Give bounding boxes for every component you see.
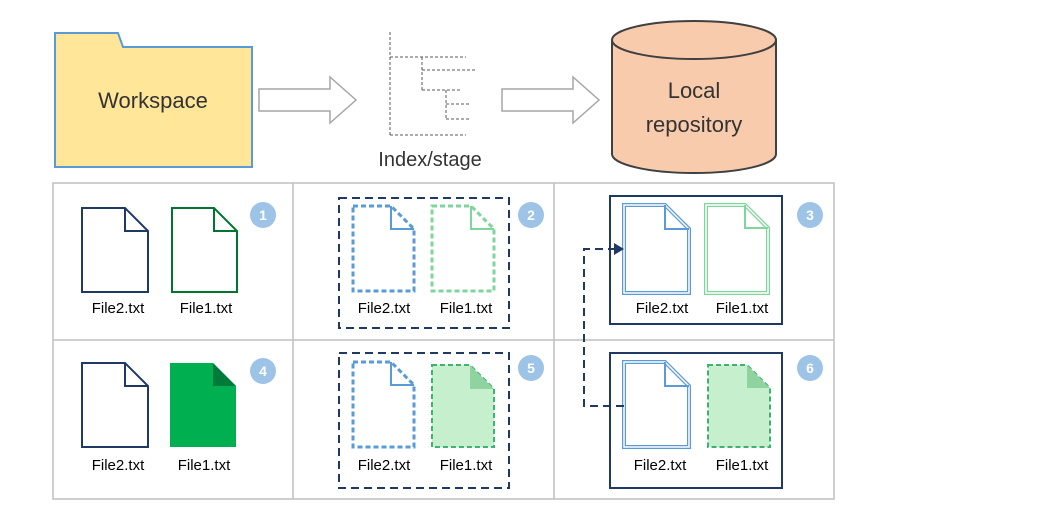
committed-box	[609, 352, 783, 489]
file2-name: File2.txt	[92, 300, 145, 317]
workspace-label: Workspace	[98, 88, 208, 113]
repo-label-line2: repository	[646, 112, 743, 137]
file1-name: File1.txt	[180, 300, 233, 317]
file1-name: File1.txt	[716, 457, 769, 474]
file2-name: File2.txt	[358, 457, 411, 474]
file2-name: File2.txt	[358, 300, 411, 317]
file1-fold	[747, 365, 770, 388]
file2-fold	[664, 205, 689, 230]
step-number: 4	[259, 363, 267, 379]
file2-fold	[664, 362, 689, 387]
cell-4: File2.txt File1.txt 4	[81, 358, 276, 474]
file2-fold	[390, 206, 414, 230]
file2-fold	[124, 208, 148, 232]
file1-name: File1.txt	[440, 457, 493, 474]
step-badge	[250, 358, 276, 384]
file2-fold	[124, 363, 148, 387]
file1-fold	[744, 205, 768, 229]
index-stage: Index/stage	[378, 32, 482, 171]
file2-icon	[351, 204, 416, 293]
step-badge	[518, 202, 544, 228]
right-arrow-icon	[501, 75, 601, 125]
cell-6: File2.txt File1.txt 6	[609, 352, 823, 489]
right-arrow-icon	[258, 75, 358, 125]
file2-fold	[390, 362, 414, 386]
workspace-folder: Workspace	[54, 32, 253, 168]
reference-connector	[583, 243, 624, 407]
local-repository: Local repository	[611, 20, 777, 174]
index-label: Index/stage	[378, 149, 481, 171]
file2-name: File2.txt	[92, 457, 145, 474]
step-number: 3	[806, 207, 814, 223]
cell-5: File2.txt File1.txt 5	[338, 352, 544, 489]
file1-fold	[470, 365, 494, 389]
file1-icon	[171, 207, 238, 293]
step-number: 6	[806, 360, 814, 376]
file1-name: File1.txt	[440, 300, 493, 317]
staged-selection-box	[338, 352, 510, 489]
file2-name: File2.txt	[634, 457, 687, 474]
file2-icon-inner	[623, 204, 690, 294]
step-badge	[797, 202, 823, 228]
step-number: 2	[527, 207, 535, 223]
step-badge	[518, 355, 544, 381]
file1-fold	[213, 363, 236, 386]
file1-icon-inner	[705, 204, 769, 294]
step-badge	[250, 202, 276, 228]
step-number: 1	[259, 207, 267, 223]
file1-fold	[213, 208, 237, 232]
file1-modified-icon	[707, 364, 771, 448]
committed-box	[609, 195, 783, 325]
cell-2: File2.txt File1.txt 2	[338, 197, 544, 329]
index-tree-icon	[389, 32, 476, 136]
cell-3: File2.txt File1.txt 3	[609, 195, 823, 325]
file1-icon	[430, 204, 496, 293]
arrowhead-icon	[614, 243, 624, 255]
state-grid	[52, 182, 835, 500]
step-badge	[797, 355, 823, 381]
file1-name: File1.txt	[716, 300, 769, 317]
database-top	[611, 20, 777, 60]
database-icon	[611, 40, 777, 174]
file2-icon	[81, 362, 149, 448]
file2-name: File2.txt	[636, 300, 689, 317]
file2-icon	[622, 360, 691, 449]
cell-1: File2.txt File1.txt 1	[81, 202, 276, 317]
connector-line	[583, 248, 624, 407]
file2-icon-inner	[623, 361, 690, 448]
file1-name: File1.txt	[178, 457, 231, 474]
file1-modified-icon	[170, 363, 236, 447]
step-number: 5	[527, 360, 535, 376]
file2-icon	[351, 360, 416, 449]
file1-fold	[470, 206, 494, 230]
file2-icon	[81, 207, 149, 293]
folder-icon	[54, 32, 253, 168]
staged-selection-box	[338, 197, 510, 329]
repo-label-line1: Local	[668, 78, 721, 103]
file1-modified-icon	[431, 364, 495, 448]
